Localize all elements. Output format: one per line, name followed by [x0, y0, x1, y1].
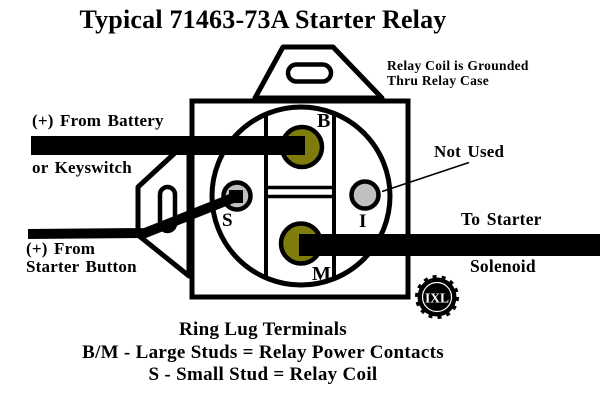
page-title: Typical 71463-73A Starter Relay: [79, 5, 447, 34]
not-used-label: Not Used: [434, 142, 505, 161]
ixl-logo-body: [419, 279, 455, 315]
ixl-logo-text: IXL: [425, 291, 449, 306]
legend-line-ring-lug: Ring Lug Terminals: [178, 319, 347, 340]
wire-battery: [31, 136, 305, 155]
mounting-slot-top: [285, 62, 334, 84]
terminal-b-label: B: [317, 110, 330, 132]
terminal-i-label: I: [359, 211, 366, 232]
wire-starter-button: [27, 193, 235, 239]
terminal-m-label: M: [312, 263, 331, 285]
terminal-i-stud: [349, 179, 381, 211]
coil-ground-note-line2: Thru Relay Case: [387, 72, 489, 88]
to-starter-label: To Starter: [461, 209, 542, 229]
not-used-pointer-line: [381, 161, 470, 193]
keyswitch-feed-label: or Keyswitch: [32, 158, 132, 177]
terminal-s-label: S: [222, 210, 233, 231]
wire-solenoid: [299, 234, 600, 256]
terminal-legend: Ring Lug Terminals B/M - Large Studs = R…: [0, 319, 526, 387]
coil-ground-note: Relay Coil is Grounded Thru Relay Case: [387, 58, 529, 88]
starter-button-label-line1: (+) From: [26, 239, 96, 258]
battery-feed-label: (+) From Battery: [32, 111, 164, 130]
solenoid-label: Solenoid: [470, 256, 536, 276]
wire-starter-button-lug: [229, 190, 243, 203]
legend-line-large-studs: B/M - Large Studs = Relay Power Contacts: [82, 341, 444, 363]
starter-button-label: (+) From Starter Button: [26, 240, 137, 276]
legend-line-small-stud: S - Small Stud = Relay Coil: [148, 364, 378, 385]
ixl-logo-inner-ring: [421, 281, 453, 313]
coil-ground-note-line1: Relay Coil is Grounded: [387, 58, 529, 73]
ixl-logo: IXL: [415, 275, 459, 319]
starter-button-label-line2: Starter Button: [26, 257, 137, 276]
